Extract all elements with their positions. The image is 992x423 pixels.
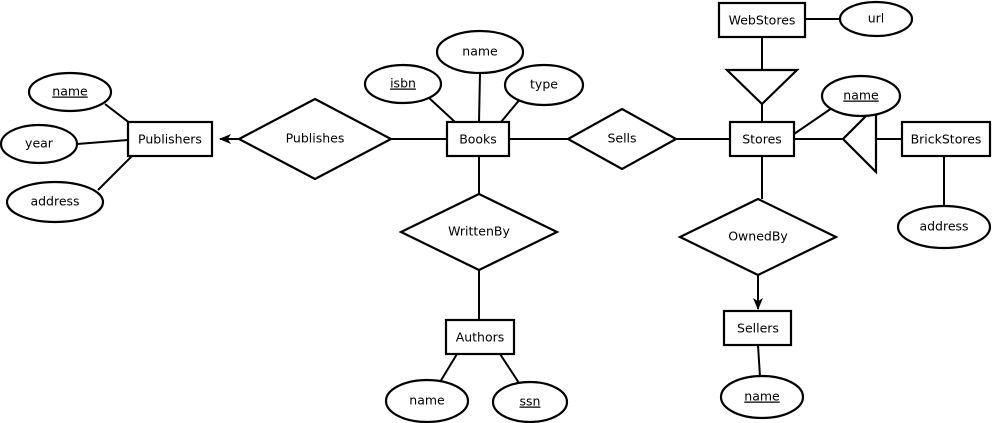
attribute-stores-name[interactable]: [820, 74, 902, 118]
entity-webstores[interactable]: [717, 1, 807, 39]
attribute-publishers-name-label: name: [52, 84, 88, 99]
attribute-brickstores-address-label: address: [919, 219, 968, 234]
entity-webstores-label: WebStores: [729, 13, 796, 28]
attribute-webstores-url-label: url: [868, 11, 885, 26]
attribute-publishers-year-label: year: [25, 136, 54, 151]
attribute-authors-ssn-label: ssn: [520, 394, 541, 409]
attribute-authors-name-label: name: [409, 393, 445, 408]
attribute-books-type-label: type: [530, 77, 558, 92]
relationship-sells[interactable]: [565, 107, 679, 171]
relationship-sells-label: Sells: [607, 131, 636, 146]
edge-stores-name: [793, 107, 833, 135]
attribute-sellers-name-label: name: [744, 389, 780, 404]
attribute-authors-name[interactable]: [384, 378, 470, 423]
relationship-writtenby[interactable]: [398, 192, 560, 272]
attribute-books-isbn-label: isbn: [390, 76, 416, 91]
relationship-ownedby[interactable]: [677, 197, 839, 277]
entity-boxes: Publishers Books Authors WebStores Store…: [126, 1, 992, 356]
relationship-writtenby-label: WrittenBy: [448, 224, 510, 239]
attribute-books-name-label: name: [462, 44, 498, 59]
edge-books-type: [500, 97, 522, 123]
entity-authors[interactable]: [444, 318, 516, 356]
entity-authors-label: Authors: [456, 330, 505, 345]
attribute-webstores-url[interactable]: [838, 0, 914, 38]
edge-publishers-name: [104, 103, 132, 125]
attribute-books-isbn[interactable]: [363, 63, 443, 105]
isa-triangle-webstores[interactable]: [724, 68, 800, 106]
attribute-publishers-year[interactable]: [0, 123, 79, 165]
attribute-authors-ssn[interactable]: [491, 380, 569, 423]
attribute-publishers-name[interactable]: [27, 71, 113, 113]
entity-brickstores[interactable]: [900, 120, 992, 158]
attribute-books-type[interactable]: [503, 63, 585, 107]
relationship-diamonds: Publishes Sells WrittenBy OwnedBy: [236, 97, 839, 277]
edge-authors-ssn: [499, 353, 520, 384]
isa-triangle-brickstores[interactable]: [841, 103, 878, 175]
isa-triangles: [724, 68, 878, 175]
relationship-publishes-label: Publishes: [286, 131, 345, 146]
edge-publishers-year: [76, 139, 129, 145]
entity-books[interactable]: [445, 120, 511, 158]
attribute-publishers-address-label: address: [30, 194, 79, 209]
entity-brickstores-label: BrickStores: [911, 132, 982, 147]
edge-books-isbn: [427, 96, 456, 123]
entity-publishers[interactable]: [126, 120, 214, 158]
attribute-sellers-name[interactable]: [719, 374, 805, 420]
relationship-publishes[interactable]: [236, 97, 394, 181]
attribute-publishers-address[interactable]: [5, 180, 105, 224]
attribute-stores-name-label: name: [843, 88, 879, 103]
entity-sellers[interactable]: [722, 309, 793, 347]
edge-authors-name: [439, 353, 458, 383]
attribute-brickstores-address[interactable]: [896, 204, 992, 250]
entity-publishers-label: Publishers: [138, 132, 202, 147]
connector-lines: [76, 18, 945, 384]
edge-publishers-address: [97, 155, 133, 191]
entity-books-label: Books: [459, 132, 497, 147]
attribute-books-name[interactable]: [435, 29, 525, 75]
entity-sellers-label: Sellers: [737, 321, 779, 336]
edge-books-name: [478, 72, 481, 123]
entity-stores[interactable]: [728, 120, 796, 158]
relationship-ownedby-label: OwnedBy: [728, 229, 788, 244]
entity-stores-label: Stores: [742, 132, 782, 147]
edge-sellers-name: [757, 344, 761, 378]
